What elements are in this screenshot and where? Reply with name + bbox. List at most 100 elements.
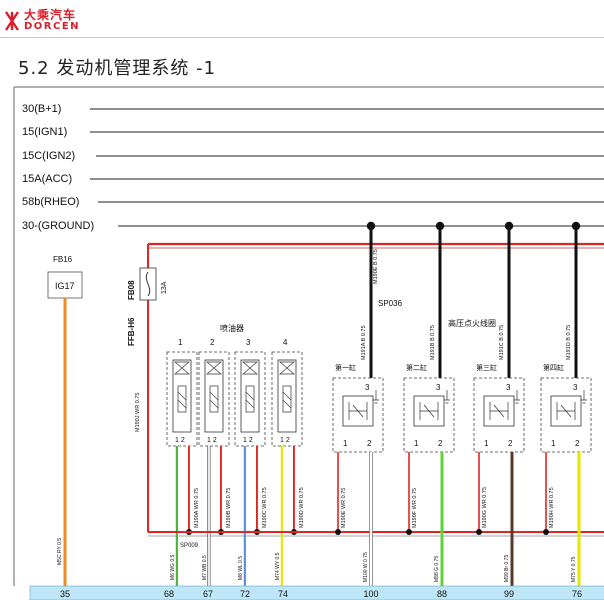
- coil-name: 第三缸: [476, 363, 497, 372]
- fuse-relay-code: IG17: [55, 281, 75, 291]
- rail-label: 58b(RHEO): [22, 196, 79, 208]
- injector-valve-icon: [279, 361, 295, 375]
- injector-coil-winding: [177, 391, 187, 409]
- power-rails: 30(B+1) 15(IGN1) 15C(IGN2) 15A(ACC) 58b(…: [22, 103, 604, 232]
- wire-label: M100 W 0.75: [363, 552, 369, 582]
- wire-label: M190J WR 0.75: [135, 393, 141, 432]
- injector-pins: 1 2: [207, 437, 217, 444]
- injector-pins: 1 2: [280, 437, 290, 444]
- brand-name-en: DORCEN: [24, 21, 81, 32]
- splice-dot: [476, 529, 482, 535]
- coil-pin-2: 2: [438, 439, 443, 448]
- wire-label: M191A B 0.75: [361, 325, 367, 360]
- fuse-fb08: FB08 13A FFB-H6 M190J WR 0.75: [127, 267, 168, 432]
- ecu-pin-number: 76: [572, 589, 582, 599]
- injector-number: 4: [283, 338, 288, 347]
- ecu-pin-number: 74: [278, 589, 288, 599]
- wire-label: M74 WY 0.5: [275, 552, 281, 580]
- wire-label: M191B B 0.75: [430, 325, 436, 360]
- rail-label: 15A(ACC): [22, 173, 72, 185]
- coil-pin-3: 3: [365, 383, 370, 392]
- coil-housing: [332, 377, 384, 453]
- wire-label: M191C B 0.75: [499, 325, 505, 360]
- coil-pin-2: 2: [508, 439, 513, 448]
- ecu-pin-number: 100: [363, 589, 378, 599]
- brand-name-cn: 大乘汽车: [24, 8, 77, 22]
- coil-pin-2: 2: [575, 439, 580, 448]
- wire-label: M190F WR 0.75: [412, 488, 418, 528]
- injector-coil-icon: [209, 385, 219, 413]
- injector-valve-icon: [174, 361, 190, 375]
- injector-number: 1: [178, 338, 183, 347]
- injector-coil-winding: [245, 391, 255, 409]
- injector-splice: SP009: [180, 543, 199, 549]
- coil-ground-icon: [514, 390, 520, 404]
- rail-label: 15C(IGN2): [22, 150, 75, 162]
- coils-title: 高压点火线圈: [448, 318, 496, 328]
- fuse-box-label: FB08: [127, 280, 136, 300]
- ecu-pin-number: 88: [437, 589, 447, 599]
- injector-pins: 1 2: [175, 437, 185, 444]
- coil-winding-icon: [489, 402, 509, 420]
- wire-label: M190D WR 0.75: [299, 487, 305, 528]
- ecu-pin-number: 68: [164, 589, 174, 599]
- fuse-relay-box: [47, 271, 83, 299]
- coil-name: 第四缸: [543, 363, 564, 372]
- rail-label: 30(B+1): [22, 103, 61, 115]
- injector-number: 3: [246, 338, 251, 347]
- wire-label: M190C WR 0.75: [262, 487, 268, 528]
- injector-valve-icon: [242, 361, 258, 375]
- coil-pin-1: 1: [343, 439, 348, 448]
- injector-valve-icon: [206, 361, 222, 375]
- ecu-pin-number: 72: [240, 589, 250, 599]
- ground-splice-dot: [435, 221, 445, 231]
- injector-number: 2: [210, 338, 215, 347]
- coil-group: M191A B 0.75 M191B B 0.75 M191C B 0.75 M191…: [332, 221, 592, 588]
- wire-label: M6 WG 0.5: [170, 554, 176, 580]
- coil-winding-icon: [556, 402, 576, 420]
- header-divider: [0, 37, 604, 38]
- injector-coil-icon: [245, 385, 255, 413]
- ground-splice-dot: [366, 221, 376, 231]
- coil-pin-1: 1: [551, 439, 556, 448]
- rail-label: 30-(GROUND): [22, 220, 94, 232]
- wire-label: M190E WR 0.75: [341, 488, 347, 528]
- wire-label: M190B WR 0.75: [226, 488, 232, 528]
- fuse-relay-label: FB16: [53, 255, 73, 264]
- coil-name: 第一缸: [335, 363, 356, 372]
- coil-ground-icon: [581, 390, 587, 404]
- wire-label: M88 G 0.75: [434, 556, 440, 582]
- wire-label: M190E B 0.75: [373, 249, 379, 284]
- injectors-title: 喷油器: [220, 323, 244, 333]
- ecu-pin-number: 35: [60, 589, 70, 599]
- coil-ground-icon: [444, 390, 450, 404]
- ground-splice-dot: [571, 221, 581, 231]
- wire-label: M190G WR 0.75: [482, 487, 488, 528]
- coil-pin-3: 3: [506, 383, 511, 392]
- brand-block: 大乘汽车 DORCEN: [4, 6, 124, 36]
- wire-label: M191D B 0.75: [566, 325, 572, 360]
- wire-label: M7 WB 0.5: [202, 555, 208, 580]
- injector-coil-icon: [177, 385, 187, 413]
- injector-coil-winding: [209, 391, 219, 409]
- fuse-icon: [145, 271, 151, 297]
- wire-label: M190H WR 0.75: [549, 487, 555, 528]
- fuse-rating: 13A: [161, 281, 168, 294]
- injector: 2 1 2 M190B WR 0.75 M7 WB 0.5: [198, 338, 232, 588]
- ecu-connector-body: [29, 585, 604, 600]
- ground-splice-dot: [504, 221, 514, 231]
- coil-pin-2: 2: [367, 439, 372, 448]
- coil-pin-1: 1: [414, 439, 419, 448]
- ecu-pin-number: 99: [504, 589, 514, 599]
- coil-winding-icon: [419, 402, 439, 420]
